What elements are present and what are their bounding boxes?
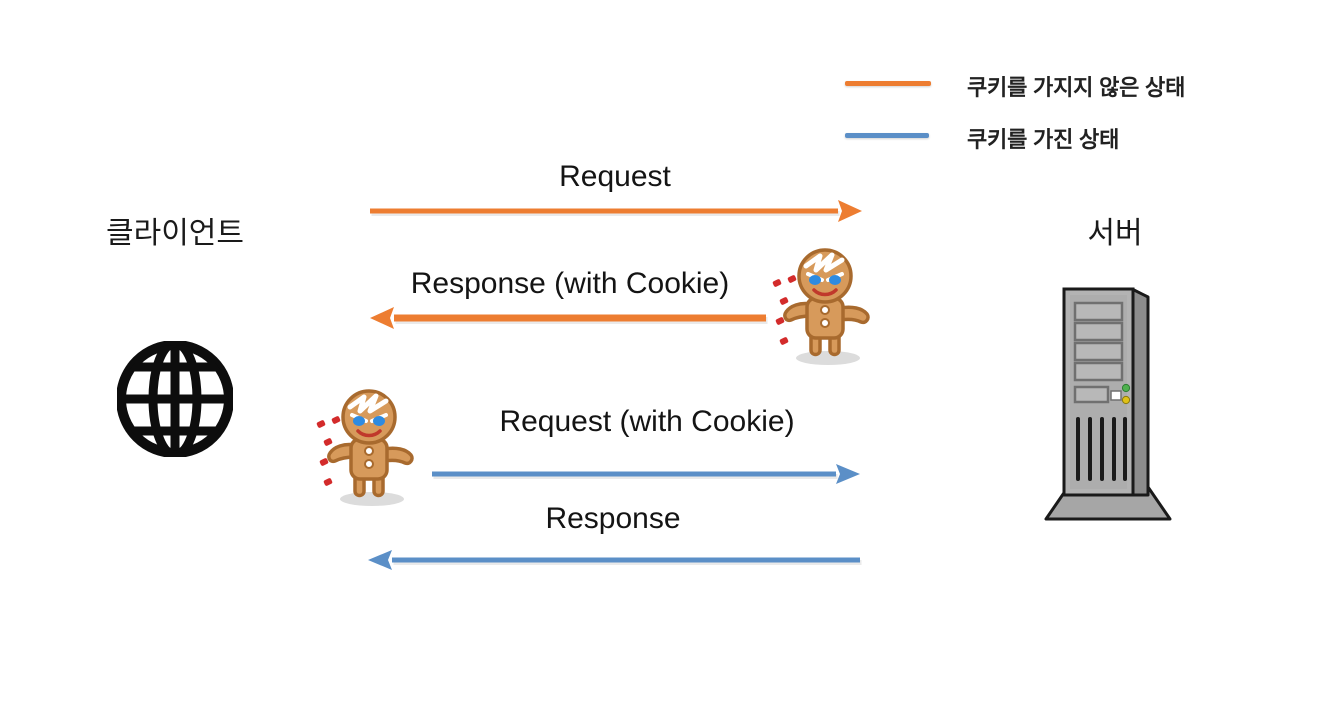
- legend: 쿠키를 가지지 않은 상태 쿠키를 가진 상태: [845, 58, 1275, 152]
- legend-label-with-cookie: 쿠키를 가진 상태: [967, 127, 1120, 152]
- message-label-request: Request: [559, 160, 671, 193]
- legend-swatch-blue: [845, 133, 929, 138]
- client-label: 클라이언트: [106, 217, 244, 250]
- cookie-character-client-side: [306, 387, 424, 509]
- globe-icon: [116, 340, 234, 458]
- message-arrow-response: [364, 548, 864, 572]
- message-arrow-request-with-cookie: [428, 462, 864, 486]
- server-label: 서버: [1087, 217, 1143, 250]
- legend-item-with-cookie: 쿠키를 가진 상태: [845, 122, 1275, 152]
- message-label-request-with-cookie: Request (with Cookie): [499, 405, 795, 438]
- legend-label-no-cookie: 쿠키를 가지지 않은 상태: [967, 75, 1186, 100]
- message-arrow-response-with-cookie: [366, 305, 770, 331]
- legend-swatch-orange: [845, 81, 931, 86]
- server-tower-icon: [1042, 283, 1174, 523]
- message-label-response-with-cookie: Response (with Cookie): [410, 267, 730, 300]
- message-label-response: Response: [545, 502, 681, 535]
- message-arrow-request: [366, 198, 866, 224]
- cookie-character-server-side: [762, 246, 880, 368]
- legend-item-no-cookie: 쿠키를 가지지 않은 상태: [845, 70, 1275, 100]
